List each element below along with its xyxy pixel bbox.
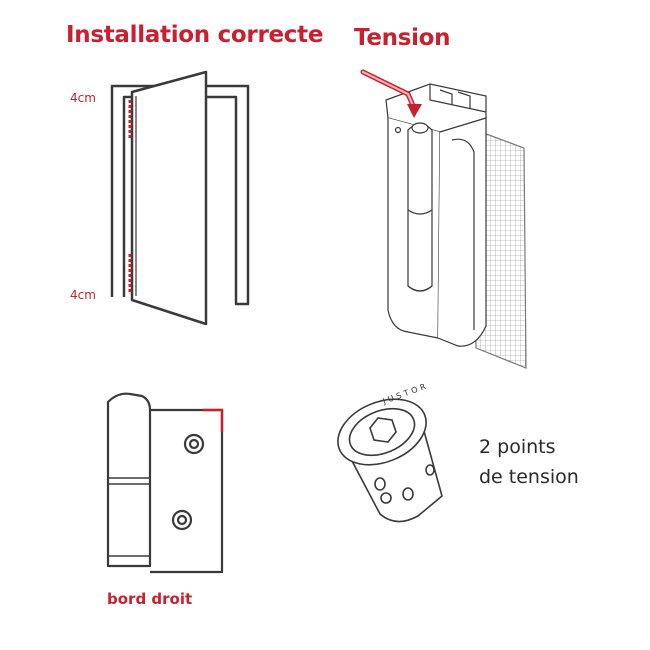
tension-heading: Tension bbox=[354, 25, 451, 51]
top-distance-label: 4cm bbox=[70, 91, 96, 105]
tension-points-note: 2 points de tension bbox=[479, 432, 579, 492]
tension-arrow bbox=[360, 69, 422, 118]
tension-cap-illustration bbox=[337, 398, 443, 523]
bottom-distance-label: 4cm bbox=[70, 288, 96, 302]
tension-note-line1: 2 points bbox=[479, 436, 556, 458]
tension-note-line2: de tension bbox=[479, 466, 579, 488]
hinge-plate bbox=[150, 408, 224, 574]
door-illustration bbox=[110, 70, 250, 326]
hinge-caption: bord droit bbox=[107, 590, 193, 608]
screw-hole-bottom bbox=[171, 509, 193, 531]
cap-top bbox=[337, 398, 427, 466]
right-edge-marker bbox=[203, 408, 224, 432]
pivot-cylinder bbox=[407, 123, 433, 292]
installation-heading: Installation correcte bbox=[66, 22, 324, 48]
tension-profile-illustration bbox=[385, 83, 527, 369]
hex-socket bbox=[369, 417, 397, 443]
screw-hole-top bbox=[183, 433, 205, 455]
hinge-detail-illustration bbox=[106, 392, 224, 574]
door-leaf bbox=[130, 70, 208, 326]
hinge-barrel bbox=[106, 392, 152, 568]
